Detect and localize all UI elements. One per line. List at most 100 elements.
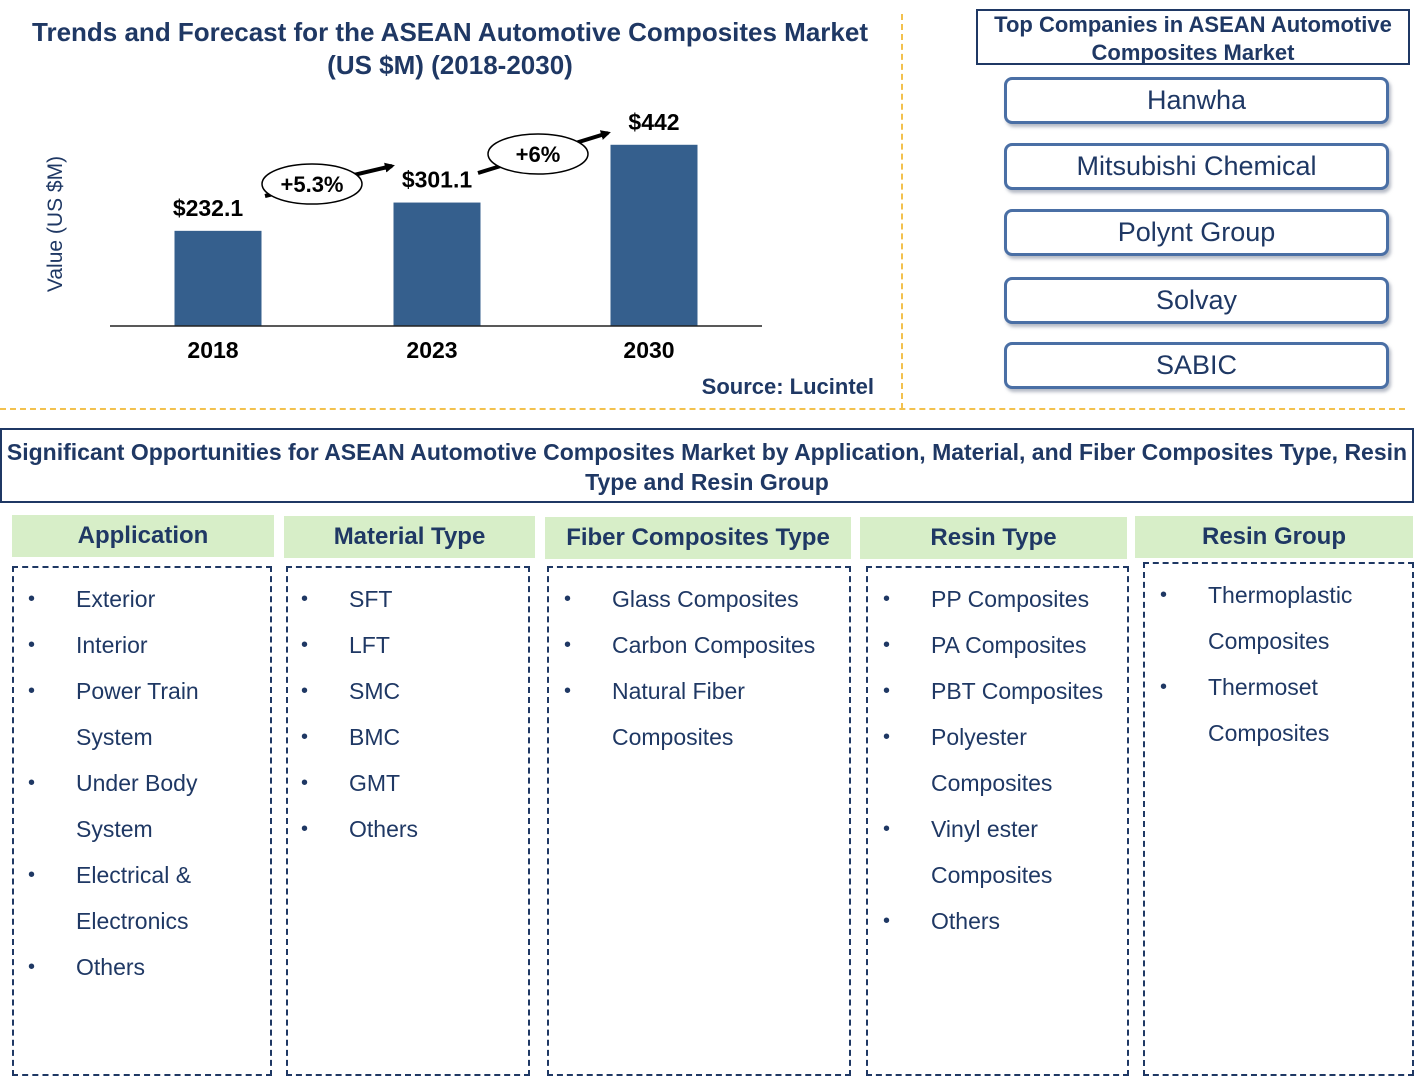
bullet-icon: • [28,864,36,886]
bullet-icon: • [28,956,36,978]
company-sabic: SABIC [1004,342,1389,389]
list-item-text: Natural Fiber Composites [612,678,745,750]
bullet-icon: • [301,634,309,656]
bullet-icon: • [28,634,36,656]
list-item-text: Under Body System [76,770,198,842]
list-item: •Exterior [28,576,264,622]
list-item-text: Others [931,908,1001,934]
bullet-icon: • [28,772,36,794]
growth-bubble-1 [261,163,363,205]
list-item-text: Others [349,816,419,842]
list-item-text: GMT [349,770,401,796]
bullet-icon: • [301,680,309,702]
list-item-text: PBT Composites [931,678,1104,704]
bullet-icon: • [883,588,891,610]
list-item-text: Others [76,954,146,980]
bullet-icon: • [883,910,891,932]
bullet-icon: • [28,588,36,610]
list-item: • SMC [301,668,522,714]
x-tick-2023: 2023 [406,337,457,363]
bullet-icon: • [883,680,891,702]
list-item: • PA Composites [883,622,1121,668]
company-mitsubishi-chemical: Mitsubishi Chemical [1004,143,1389,190]
list-item-text: Carbon Composites [612,632,816,658]
column-list-resin-type: • PP Composites • PA Composites • PBT Composi… [866,566,1129,1076]
bullet-icon: • [883,726,891,748]
column-list-application: •Exterior•Interior•Power Train System•Un… [12,566,272,1076]
list-item-text: Power Train System [76,678,199,750]
bullet-icon: • [1160,584,1168,606]
list-item-text: LFT [349,632,390,658]
bar-2023 [393,202,481,326]
list-item: • Vinyl ester Composites [883,806,1121,898]
list-item: • Polyester Composites [883,714,1121,806]
horizontal-divider [0,408,1405,410]
x-tick-2030: 2030 [623,337,674,363]
list-item: • Glass Composites [564,576,843,622]
list-item: • Others [301,806,522,852]
vertical-divider [901,14,903,409]
bullet-icon: • [301,772,309,794]
bar-chart: $232.1 2018 $301.1 2023 $442 2030 +5.3% +6% [110,109,762,363]
list-item: • PBT Composites [883,668,1121,714]
x-tick-2018: 2018 [187,337,238,363]
column-header-fiber-composites-type: Fiber Composites Type [545,517,851,559]
list-item: • BMC [301,714,522,760]
bullet-icon: • [301,818,309,840]
bullet-icon: • [564,680,572,702]
list-item: • Under Body System [28,760,264,852]
list-item-text: SFT [349,586,393,612]
bullet-icon: • [1160,676,1168,698]
growth-label-1: +5.3% [281,172,344,197]
column-header-material-type: Material Type [284,516,535,558]
column-header-application: Application [12,515,274,557]
list-item-text: SMC [349,678,401,704]
company-hanwha: Hanwha [1004,77,1389,124]
column-header-resin-type: Resin Type [860,517,1127,559]
list-item: • Others [28,944,264,990]
bullet-icon: • [564,588,572,610]
list-item-text: Thermoplastic Composites [1208,582,1353,654]
value-label-2023: $301.1 [402,167,473,193]
source-note: Source: Lucintel [701,374,874,399]
growth-label-2: +6% [516,142,561,167]
column-list-material-type: • SFT • LFT • SMC • BMC • GMT • Others [286,566,530,1076]
list-item: • Others [883,898,1121,944]
list-item-text: Polyester Composites [931,724,1053,796]
company-polynt-group: Polynt Group [1004,209,1389,256]
list-item: • Power Train System [28,668,264,760]
list-item: • Carbon Composites [564,622,843,668]
bar-2030 [610,144,698,326]
list-item: • Interior [28,622,264,668]
bullet-icon: • [564,634,572,656]
column-list-fiber-composites-type: • Glass Composites • Carbon Composites • Natu… [547,566,851,1076]
list-item-text: Interior [76,632,148,658]
bullet-icon: • [883,818,891,840]
bullet-icon: • [883,634,891,656]
list-item-text: Thermoset Composites [1208,674,1330,746]
bullet-icon: • [301,588,309,610]
list-item-text: Electrical & Electronics [76,862,192,934]
list-item: • SFT [301,576,522,622]
list-item-text: BMC [349,724,401,750]
column-header-resin-group: Resin Group [1135,516,1413,558]
list-item: • Natural Fiber Composites [564,668,843,760]
column-list-resin-group: • Thermoplastic Composites • Thermoset Comp… [1143,562,1414,1076]
bar-2018 [174,230,262,326]
bullet-icon: • [28,680,36,702]
company-solvay: Solvay [1004,277,1389,324]
bullet-icon: • [301,726,309,748]
list-item-text: PP Composites [931,586,1090,612]
list-item-text: Glass Composites [612,586,799,612]
list-item: • Electrical & Electronics [28,852,264,944]
list-item: • GMT [301,760,522,806]
value-label-2030: $442 [628,109,679,135]
growth-bubble-2 [487,133,589,175]
chart-title: Trends and Forecast for the ASEAN Automo… [32,17,868,80]
opportunities-title: Significant Opportunities for ASEAN Auto… [0,428,1414,503]
top-companies-title: Top Companies in ASEAN Automotive Compos… [976,9,1410,65]
list-item-text: PA Composites [931,632,1087,658]
list-item: • Thermoset Composites [1160,664,1406,756]
list-item-text: Vinyl ester Composites [931,816,1053,888]
value-label-2018: $232.1 [173,195,244,221]
